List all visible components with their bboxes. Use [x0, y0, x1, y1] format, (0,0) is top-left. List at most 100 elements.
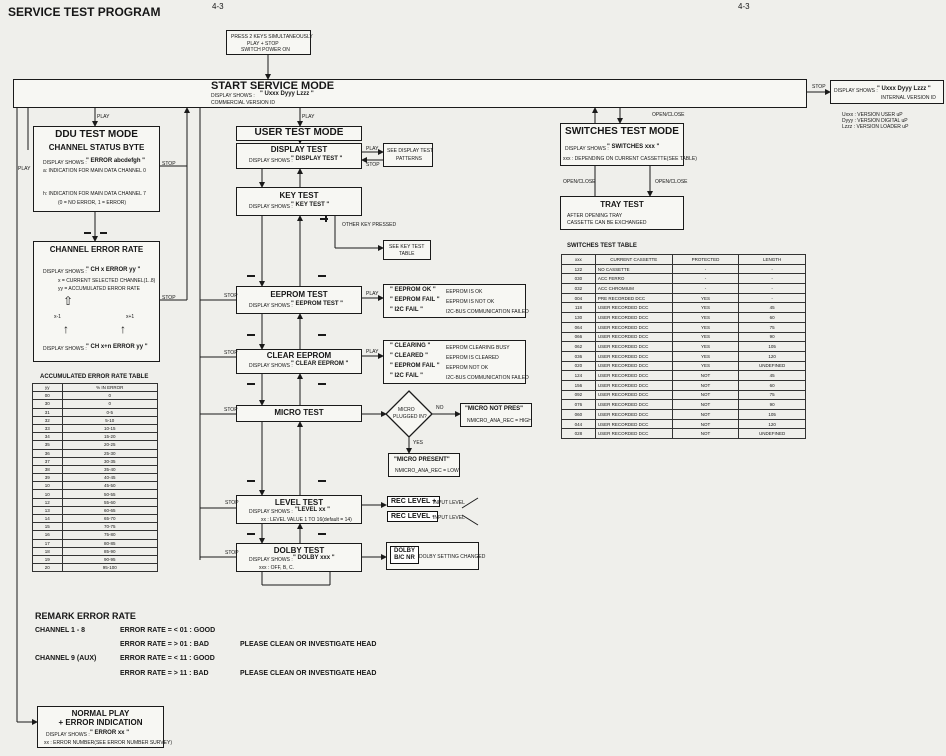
table-cell: USER RECORDED DCC [594, 428, 673, 440]
micro-present-title: "MICRO PRESENT" [394, 457, 450, 463]
openclose-label: OPEN/CLOSE [655, 179, 688, 185]
table-cell: 105 [738, 341, 806, 352]
power-on-line: PLAY + STOP [247, 41, 279, 47]
table-cell: - [671, 283, 740, 294]
table-cell: NOT [671, 370, 740, 381]
user-title: USER TEST MODE [254, 127, 344, 138]
version-box: DISPLAY SHOWS : " Uxxx Dyyy Lzzz " INTER… [830, 80, 944, 104]
table-cell: USER RECORDED DCC [594, 341, 673, 352]
version-display-value: " Uxxx Dyyy Lzzz " [877, 86, 931, 92]
normal-sub: xx : ERROR NUMBER(SEE ERROR NUMBER SURVE… [44, 740, 172, 746]
table-cell: YES [671, 360, 740, 372]
table-header-row: yy% IN ERROR [32, 382, 159, 393]
dolby-test-title: DOLBY TEST [273, 546, 325, 555]
eeprom-result-desc: EEPROM IS OK [446, 289, 483, 295]
table-cell: 0-5 [61, 407, 159, 417]
table-header-cell: yy [32, 382, 63, 393]
table-cell: USER RECORDED DCC [594, 409, 673, 420]
clear-result-desc: EEPROM IS CLEARED [446, 355, 499, 361]
power-on-box: PRESS 2 KEYS SIMULTANEOUSLY PLAY + STOP … [226, 30, 313, 55]
table-cell: 36 [32, 448, 63, 458]
table-cell: 124 [561, 370, 596, 381]
start-display-value: " Uxxx Dyyy Lzzz " [260, 91, 314, 97]
table-cell: 17 [32, 538, 63, 548]
up-arrow-icon: ⇧ [63, 294, 74, 308]
table-cell: 60 [738, 312, 806, 323]
table-cell: 032 [561, 283, 596, 294]
page-number-left: 4-3 [212, 2, 224, 11]
eeprom-test-box: EEPROM TEST DISPLAY SHOWS : " EEPROM TES… [236, 286, 362, 314]
start-service-mode-box: START SERVICE MODE DISPLAY SHOWS : " Uxx… [13, 79, 807, 108]
table-cell: 0 [61, 399, 159, 409]
level-test-sub: xx : LEVEL VALUE 1 TO 16(default = 14) [261, 517, 352, 523]
remark-ch1-label: CHANNEL 1 - 8 [35, 627, 86, 634]
see-display-line: SEE DISPLAY TEST [387, 148, 434, 154]
power-on-line: SWITCH POWER ON [241, 47, 290, 53]
play-label: PLAY [97, 114, 110, 120]
version-note: Lzzz : VERSION LOADER uP [842, 124, 909, 130]
openclose-label: OPEN/CLOSE [652, 112, 685, 118]
micro-not-present-box: "MICRO NOT PRES" NMICRO_ANA_REC = HIGH [460, 403, 532, 427]
level-test-value: "LEVEL xx " [295, 507, 330, 513]
stop-label: STOP [162, 295, 176, 301]
page-number-right: 4-3 [738, 2, 750, 11]
switches-title: SWITCHES TEST MODE [565, 126, 679, 137]
dolby-test-sub: xxx : OFF, B, C. [259, 565, 295, 571]
rec-level-note: INPUT LEVEL [433, 515, 465, 521]
stop-label: STOP [812, 84, 826, 90]
table-cell: YES [671, 292, 740, 304]
micro-test-box: MICRO TEST [236, 405, 362, 422]
stop-label: STOP [224, 350, 238, 356]
start-display-label: DISPLAY SHOWS : [211, 93, 255, 99]
eeprom-result: " EEPROM FAIL " [390, 297, 440, 303]
eeprom-results-box: " EEPROM OK " EEPROM IS OK " EEPROM FAIL… [383, 284, 529, 318]
ddu-sub: CHANNEL STATUS BYTE [48, 143, 145, 152]
table-cell: USER RECORDED DCC [594, 302, 673, 314]
rec-level-minus-button[interactable]: REC LEVEL - [387, 511, 439, 522]
table-cell: 37 [32, 456, 63, 466]
table-cell: 35 [32, 440, 63, 450]
table-cell: 39 [32, 473, 63, 483]
tray-line: AFTER OPENING TRAY [567, 213, 623, 219]
remark-title: REMARK ERROR RATE [35, 611, 136, 621]
table-cell: 75 [738, 321, 806, 333]
table-cell: 19 [32, 554, 63, 565]
table-cell: 10 [32, 481, 63, 491]
table-cell: 13 [32, 505, 63, 516]
eeprom-test-label: DISPLAY SHOWS : [249, 303, 293, 309]
table-cell: 90 [738, 399, 806, 410]
clear-result-desc: I2C-BUS COMMUNICATION FAILED [446, 375, 529, 381]
clear-result-desc: EEPROM NOT OK [446, 365, 489, 371]
dolby-nr-button[interactable]: DOLBY B/C NR [390, 546, 419, 564]
ddu-display-value: " ERROR abcdefgh " [86, 158, 146, 164]
up-arrow-icon: ↑ [120, 322, 126, 336]
rec-level-plus-button[interactable]: REC LEVEL + [387, 496, 441, 507]
normal-display-label: DISPLAY SHOWS : [46, 732, 90, 738]
up-arrow-icon: ↑ [63, 322, 69, 336]
micro-present-sub: NMICRO_ANA_REC = LOW [395, 468, 459, 474]
table-header-cell: PROTECTED [671, 254, 740, 265]
table-cell: UNDEFINED [738, 360, 806, 372]
table-cell: 036 [561, 350, 596, 362]
clear-result: " I2C FAIL " [390, 373, 423, 379]
table-cell: 65-70 [61, 513, 159, 524]
table-cell: 90 [738, 331, 806, 343]
table-cell: 45 [738, 370, 806, 381]
table-cell: 15 [32, 522, 63, 532]
stop-label: STOP [225, 500, 239, 506]
stop-label: STOP [224, 293, 238, 299]
table-cell: YES [671, 341, 740, 352]
table-cell: 004 [561, 292, 596, 304]
table-cell: UNDEFINED [738, 428, 806, 440]
